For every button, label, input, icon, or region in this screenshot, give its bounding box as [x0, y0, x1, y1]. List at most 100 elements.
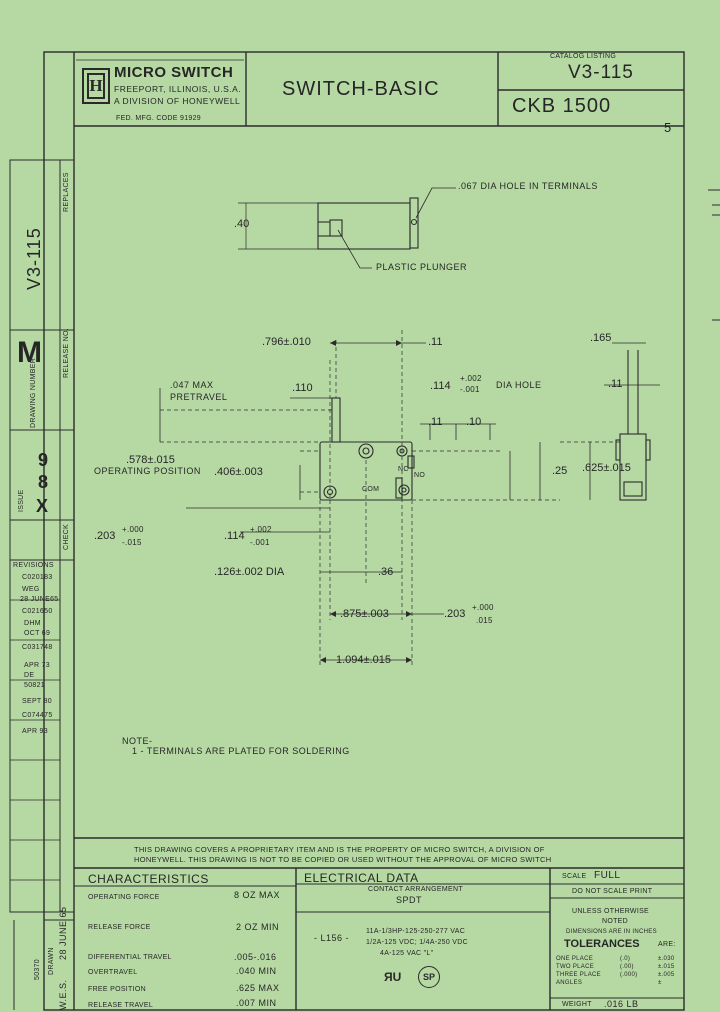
noted: NOTED: [602, 918, 628, 925]
rev-6: C031748: [22, 644, 53, 651]
dim-11c: .11: [428, 416, 443, 428]
side-drawn-by: W.E.S.: [58, 979, 68, 1010]
do-not-scale: DO NOT SCALE PRINT: [572, 888, 653, 895]
electrical-line3: 4A-125 VAC "L": [380, 950, 434, 957]
char-label-3: OVERTRAVEL: [88, 969, 138, 976]
label-no: NO: [414, 472, 426, 479]
dim-114b: .114: [224, 530, 245, 542]
rev-8: DE: [24, 672, 35, 679]
dim-625: .625±.015: [582, 462, 631, 474]
dia-hole: .114: [430, 380, 451, 392]
side-form-no: 50370: [34, 959, 41, 980]
weight-value: .016 LB: [604, 999, 639, 1009]
proprietary-line1: THIS DRAWING COVERS A PROPRIETARY ITEM A…: [134, 845, 545, 854]
dim-40: .40: [234, 218, 250, 230]
side-drawn-date: 28 JUNE 65: [58, 906, 68, 960]
label-com: COM: [362, 486, 380, 493]
hole-note: .067 DIA HOLE IN TERMINALS: [458, 181, 598, 191]
rev-5: OCT 69: [24, 630, 51, 637]
side-replaces: REPLACES: [63, 172, 70, 212]
rev-0: C020183: [22, 574, 53, 581]
dim-114b-minus: -.001: [250, 538, 270, 547]
dim-11a: .11: [428, 336, 443, 348]
tol-fmt-1: (.00): [620, 964, 634, 970]
dim-203b-plus: +.000: [472, 603, 494, 612]
tolerances-title: TOLERANCES: [564, 938, 640, 950]
dia-hole-tol-plus: +.002: [460, 374, 482, 383]
company-logo: H: [82, 68, 110, 104]
rev-11: C074475: [22, 712, 53, 719]
rev-3: C021650: [22, 608, 53, 615]
char-label-5: RELEASE TRAVEL: [88, 1002, 154, 1009]
tol-val-1: ±.015: [658, 964, 675, 970]
dim-875: .875±.003: [340, 608, 389, 620]
dim-203b-minus: .015: [476, 616, 493, 625]
border-frame: [43, 51, 685, 1011]
side-check-label: CHECK: [63, 523, 70, 550]
char-value-1: 2 OZ MIN: [236, 922, 280, 932]
scale-value: FULL: [594, 870, 621, 881]
char-value-5: .007 MIN: [236, 998, 277, 1008]
unless-otherwise: UNLESS OTHERWISE: [572, 908, 650, 915]
side-issue-mark-2: 9: [38, 450, 49, 470]
tol-val-2: ±.005: [658, 972, 675, 978]
side-issue-label: ISSUE: [18, 489, 25, 512]
side-release-no: RELEASE NO.: [63, 328, 70, 378]
rev-9: 50821: [24, 682, 45, 689]
part-number: CKB 1500: [512, 95, 612, 117]
side-drawn-label: DRAWN: [48, 947, 55, 975]
company-division: A DIVISION OF HONEYWELL: [114, 96, 241, 106]
electrical-line1: 11A-1/3HP-125-250-277 VAC: [366, 928, 466, 935]
rev-1: WEG: [22, 586, 40, 593]
csa-mark-icon: SP: [418, 966, 440, 988]
electrical-title: ELECTRICAL DATA: [304, 871, 419, 885]
op-pos: .578±.015: [126, 454, 175, 466]
pretravel: .047 MAX: [170, 380, 214, 390]
side-drawing-letter: M: [17, 336, 42, 369]
contact-label: CONTACT ARRANGEMENT: [368, 886, 463, 893]
ul-mark-icon: ЯU: [384, 970, 402, 984]
dia-hole-label: DIA HOLE: [496, 380, 542, 390]
note-text: 1 - TERMINALS ARE PLATED FOR SOLDERING: [132, 746, 350, 756]
dim-203b: .203: [444, 608, 466, 620]
dim-406: .406±.003: [214, 466, 263, 478]
pretravel-label: PRETRAVEL: [170, 392, 228, 402]
electrical-code: - L156 -: [314, 933, 350, 943]
char-value-4: .625 MAX: [236, 983, 280, 993]
dim-114b-plus: +.002: [250, 525, 272, 534]
dim-203a-plus: +.000: [122, 525, 144, 534]
char-value-2: .005-.016: [234, 952, 277, 962]
contact-value: SPDT: [396, 895, 423, 905]
catalog-listing-label: CATALOG LISTING: [550, 53, 617, 60]
catalog-listing: V3-115: [568, 62, 634, 83]
tol-label-3: ANGLES: [556, 980, 583, 986]
fed-code: FED. MFG. CODE 91929: [116, 115, 201, 122]
tol-label-2: THREE PLACE: [556, 972, 601, 978]
tol-fmt-0: (.0): [620, 956, 631, 962]
note-label: NOTE-: [122, 736, 153, 746]
char-value-0: 8 OZ MAX: [234, 890, 281, 900]
char-label-4: FREE POSITION: [88, 986, 146, 993]
side-issue-mark-0: X: [36, 496, 49, 516]
char-label-2: DIFFERENTIAL TRAVEL: [88, 954, 172, 961]
company-name: MICRO SWITCH: [114, 64, 234, 81]
op-pos-label: OPERATING POSITION: [94, 466, 201, 476]
label-nc: NC: [398, 466, 409, 473]
scale-label: SCALE: [562, 873, 587, 880]
electrical-line2: 1/2A-125 VDC; 1/4A-250 VDC: [366, 939, 468, 946]
side-catalog: V3-115: [24, 227, 44, 290]
dim-10: .10: [466, 416, 482, 428]
rev-2: 28 JUNE65: [20, 596, 59, 603]
dim-25: .25: [552, 465, 568, 477]
char-label-1: RELEASE FORCE: [88, 924, 151, 931]
side-drawing-number-label: DRAWING NUMBER: [30, 357, 37, 428]
dia-hole-tol-minus: -.001: [460, 385, 480, 394]
dim-110: .110: [292, 382, 313, 394]
tol-label-0: ONE PLACE: [556, 956, 594, 962]
rev-10: SEPT 80: [22, 698, 52, 705]
company-address: FREEPORT, ILLINOIS, U.S.A.: [114, 84, 242, 94]
drawing-title: SWITCH-BASIC: [282, 78, 440, 100]
dim-36: .36: [378, 566, 394, 578]
rev-7: APR 73: [24, 662, 50, 669]
